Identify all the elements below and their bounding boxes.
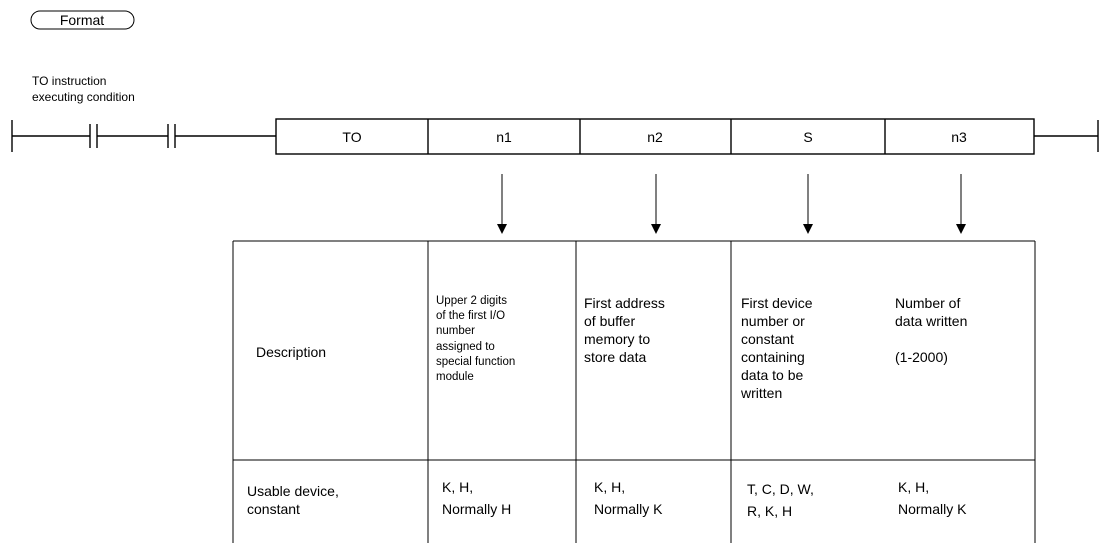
description-n3-line: Number of <box>895 295 960 311</box>
operand-n3: n3 <box>951 129 967 145</box>
format-label: Format <box>30 10 135 30</box>
format-label-text: Format <box>60 12 104 28</box>
operand-table: Description Usable device, constant Uppe… <box>232 240 1036 543</box>
description-s-line: written <box>740 385 782 401</box>
usable-n3-line: Normally K <box>898 501 967 517</box>
condition-label: TO instruction executing condition <box>32 74 135 104</box>
condition-label-line-2: executing condition <box>32 90 135 104</box>
description-n2: First address of buffer memory to store … <box>584 295 665 365</box>
format-label-outline <box>30 10 135 30</box>
description-s-line: First device <box>741 295 813 311</box>
description-n1-line: special function <box>436 356 515 368</box>
usable-n3: K, H, Normally K <box>898 479 967 517</box>
description-n2-line: memory to <box>584 331 650 347</box>
usable-s: T, C, D, W, R, K, H <box>747 481 814 519</box>
description-s-line: data to be <box>741 367 803 383</box>
contact-2 <box>167 124 176 148</box>
description-n1-line: number <box>436 325 475 337</box>
usable-n1-line: K, H, <box>442 479 473 495</box>
description-s-line: containing <box>741 349 805 365</box>
usable-n1-line: Normally H <box>442 501 511 517</box>
instruction-mnemonic: TO <box>342 129 361 145</box>
description-s: First device number or constant containi… <box>740 295 813 401</box>
usable-n1: K, H, Normally H <box>442 479 511 517</box>
instruction-box-outline <box>275 118 1035 155</box>
usable-s-line: R, K, H <box>747 503 792 519</box>
usable-n2: K, H, Normally K <box>594 479 663 517</box>
description-n1-line: of the first I/O <box>436 310 505 322</box>
description-n1-line: module <box>436 371 474 383</box>
description-n2-line: of buffer <box>584 313 635 329</box>
description-s-line: constant <box>741 331 794 347</box>
usable-header-line-1: Usable device, <box>247 483 339 499</box>
usable-n2-line: K, H, <box>594 479 625 495</box>
arrow-n3 <box>956 174 966 234</box>
arrow-n1 <box>497 174 507 234</box>
usable-n3-line: K, H, <box>898 479 929 495</box>
description-n3-line: (1-2000) <box>895 349 948 365</box>
operand-arrows <box>497 174 966 234</box>
usable-n2-line: Normally K <box>594 501 663 517</box>
usable-header-line-2: constant <box>247 501 300 517</box>
arrow-n2 <box>651 174 661 234</box>
description-header: Description <box>256 344 326 360</box>
operand-n1: n1 <box>496 129 512 145</box>
arrow-s <box>803 174 813 234</box>
description-n2-line: store data <box>584 349 646 365</box>
description-n1: Upper 2 digits of the first I/O number a… <box>436 295 515 383</box>
description-n1-line: Upper 2 digits <box>436 295 507 307</box>
description-s-line: number or <box>741 313 805 329</box>
condition-label-line-1: TO instruction <box>32 74 106 88</box>
description-n2-line: First address <box>584 295 665 311</box>
ladder-rung <box>11 120 1099 152</box>
description-n1-line: assigned to <box>436 341 495 353</box>
usable-s-line: T, C, D, W, <box>747 481 814 497</box>
operand-n2: n2 <box>647 129 663 145</box>
contact-1 <box>89 124 98 148</box>
instruction-box: TO n1 n2 S n3 <box>275 118 1035 155</box>
operand-s: S <box>803 129 812 145</box>
description-n3: Number of data written (1-2000) <box>895 295 967 365</box>
description-n3-line: data written <box>895 313 967 329</box>
